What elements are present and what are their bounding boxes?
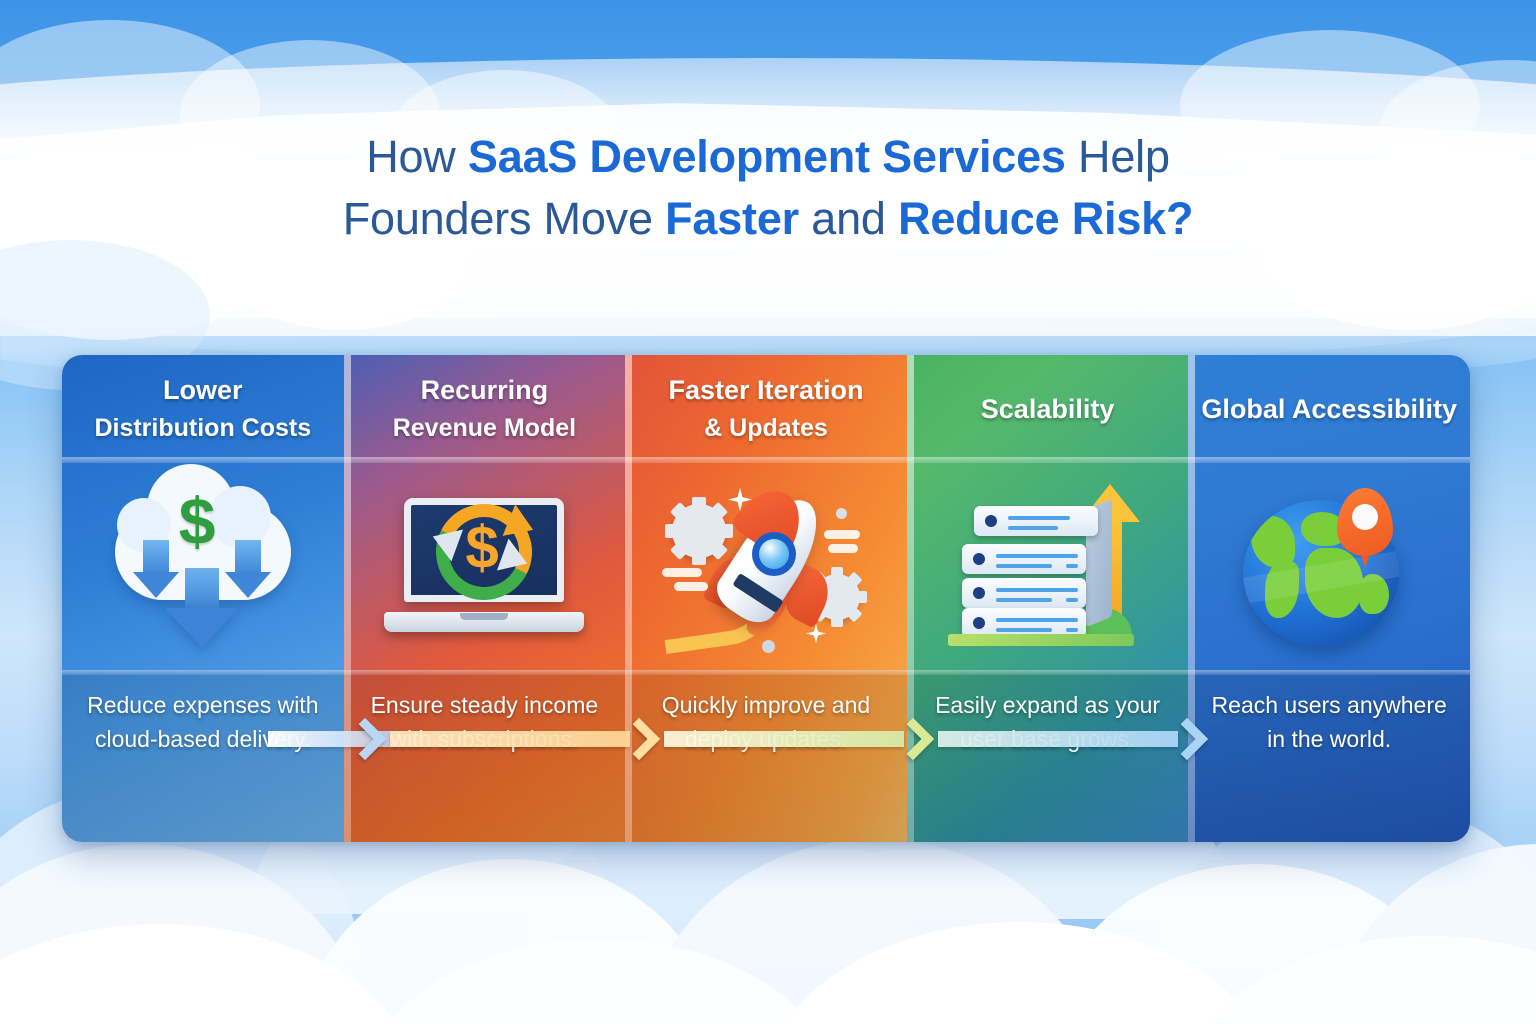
card-description: Reach users anywhere in the world. [1211,692,1447,752]
rocket-gears-icon [658,476,867,654]
speed-line [661,567,702,577]
card-body: Easily expand as your user base grows. [906,670,1189,842]
title-segment: and [798,193,899,244]
card-body: Reduce expenses with cloud-based deliver… [62,670,344,842]
cloud-puff [1260,170,1536,330]
card-title-line2: Distribution Costs [94,414,312,442]
card-icon-area [625,463,907,670]
card-header: Scalability [906,355,1189,463]
dot-accent [761,639,775,653]
rocket-window-glass [758,538,789,569]
title-segment-bold: Faster [665,193,799,244]
card-description: Quickly improve and deploy updates. [661,692,871,752]
card-body: Quickly improve and deploy updates. [625,670,907,842]
card-title-line2: & Updates [704,414,828,442]
title-segment: How [366,131,468,182]
title-line-1: How SaaS Development Services Help [0,126,1536,188]
title-segment: Founders Move [342,193,666,244]
card-icon-area: $ [62,463,344,670]
card-faster-iteration-updates[interactable]: Faster Iteration & Updates [625,355,907,842]
card-body: Ensure steady income with subscriptions. [343,670,626,842]
sparkle-icon [805,623,826,644]
server-base [947,633,1134,646]
card-recurring-revenue-model[interactable]: Recurring Revenue Model $ Ensure steady … [343,355,626,842]
card-description: Reduce expenses with cloud-based deliver… [87,692,319,752]
map-pin-dot [1352,503,1379,530]
title-segment-bold: Reduce Risk? [898,193,1194,244]
title-line-2: Founders Move Faster and Reduce Risk? [0,188,1536,250]
title-segment-bold: SaaS Development Services [467,131,1066,182]
server-unit [961,607,1086,638]
speed-line [827,543,858,553]
cloud-puff [220,190,470,330]
card-icon-area: $ [344,463,626,670]
laptop-recurring-payment-icon: $ [384,482,585,652]
gear-icon [664,496,733,565]
page-title: How SaaS Development Services Help Found… [0,126,1536,250]
dot-accent [835,507,847,519]
card-icon-area [1188,463,1470,670]
card-description: Easily expand as your user base grows. [935,692,1161,752]
server-unit [973,505,1098,536]
card-title-line1: Lower [163,375,243,405]
title-segment: Help [1065,131,1170,182]
card-header: Faster Iteration & Updates [625,355,907,463]
cloud-download-dollar-icon: $ [103,463,303,652]
globe-location-pin-icon [1229,482,1429,652]
card-icon-area [907,463,1189,670]
card-description: Ensure steady income with subscriptions. [370,692,599,752]
card-global-accessibility[interactable]: Global Accessibility Reach user [1188,355,1470,842]
card-title-line1: Recurring [420,375,549,405]
card-header: Lower Distribution Costs [62,355,344,463]
speed-line [823,529,860,539]
card-lower-distribution-costs[interactable]: Lower Distribution Costs $ Re [62,355,344,842]
server-unit [961,577,1086,608]
card-header: Global Accessibility [1188,355,1470,463]
server-unit [961,543,1086,574]
server-stack-growth-arrow-icon [947,482,1148,652]
benefits-card-strip: Lower Distribution Costs $ Re [62,355,1470,842]
card-title-line1: Scalability [980,394,1115,424]
card-body: Reach users anywhere in the world. [1188,670,1470,842]
card-header: Recurring Revenue Model [343,355,626,463]
card-title-line1: Global Accessibility [1201,394,1457,424]
cloud-band-lower [0,724,1536,1024]
card-scalability[interactable]: Scalability [906,355,1189,842]
speed-line [673,581,708,591]
card-title-line2: Revenue Model [392,414,577,442]
card-title-line1: Faster Iteration [668,375,864,405]
